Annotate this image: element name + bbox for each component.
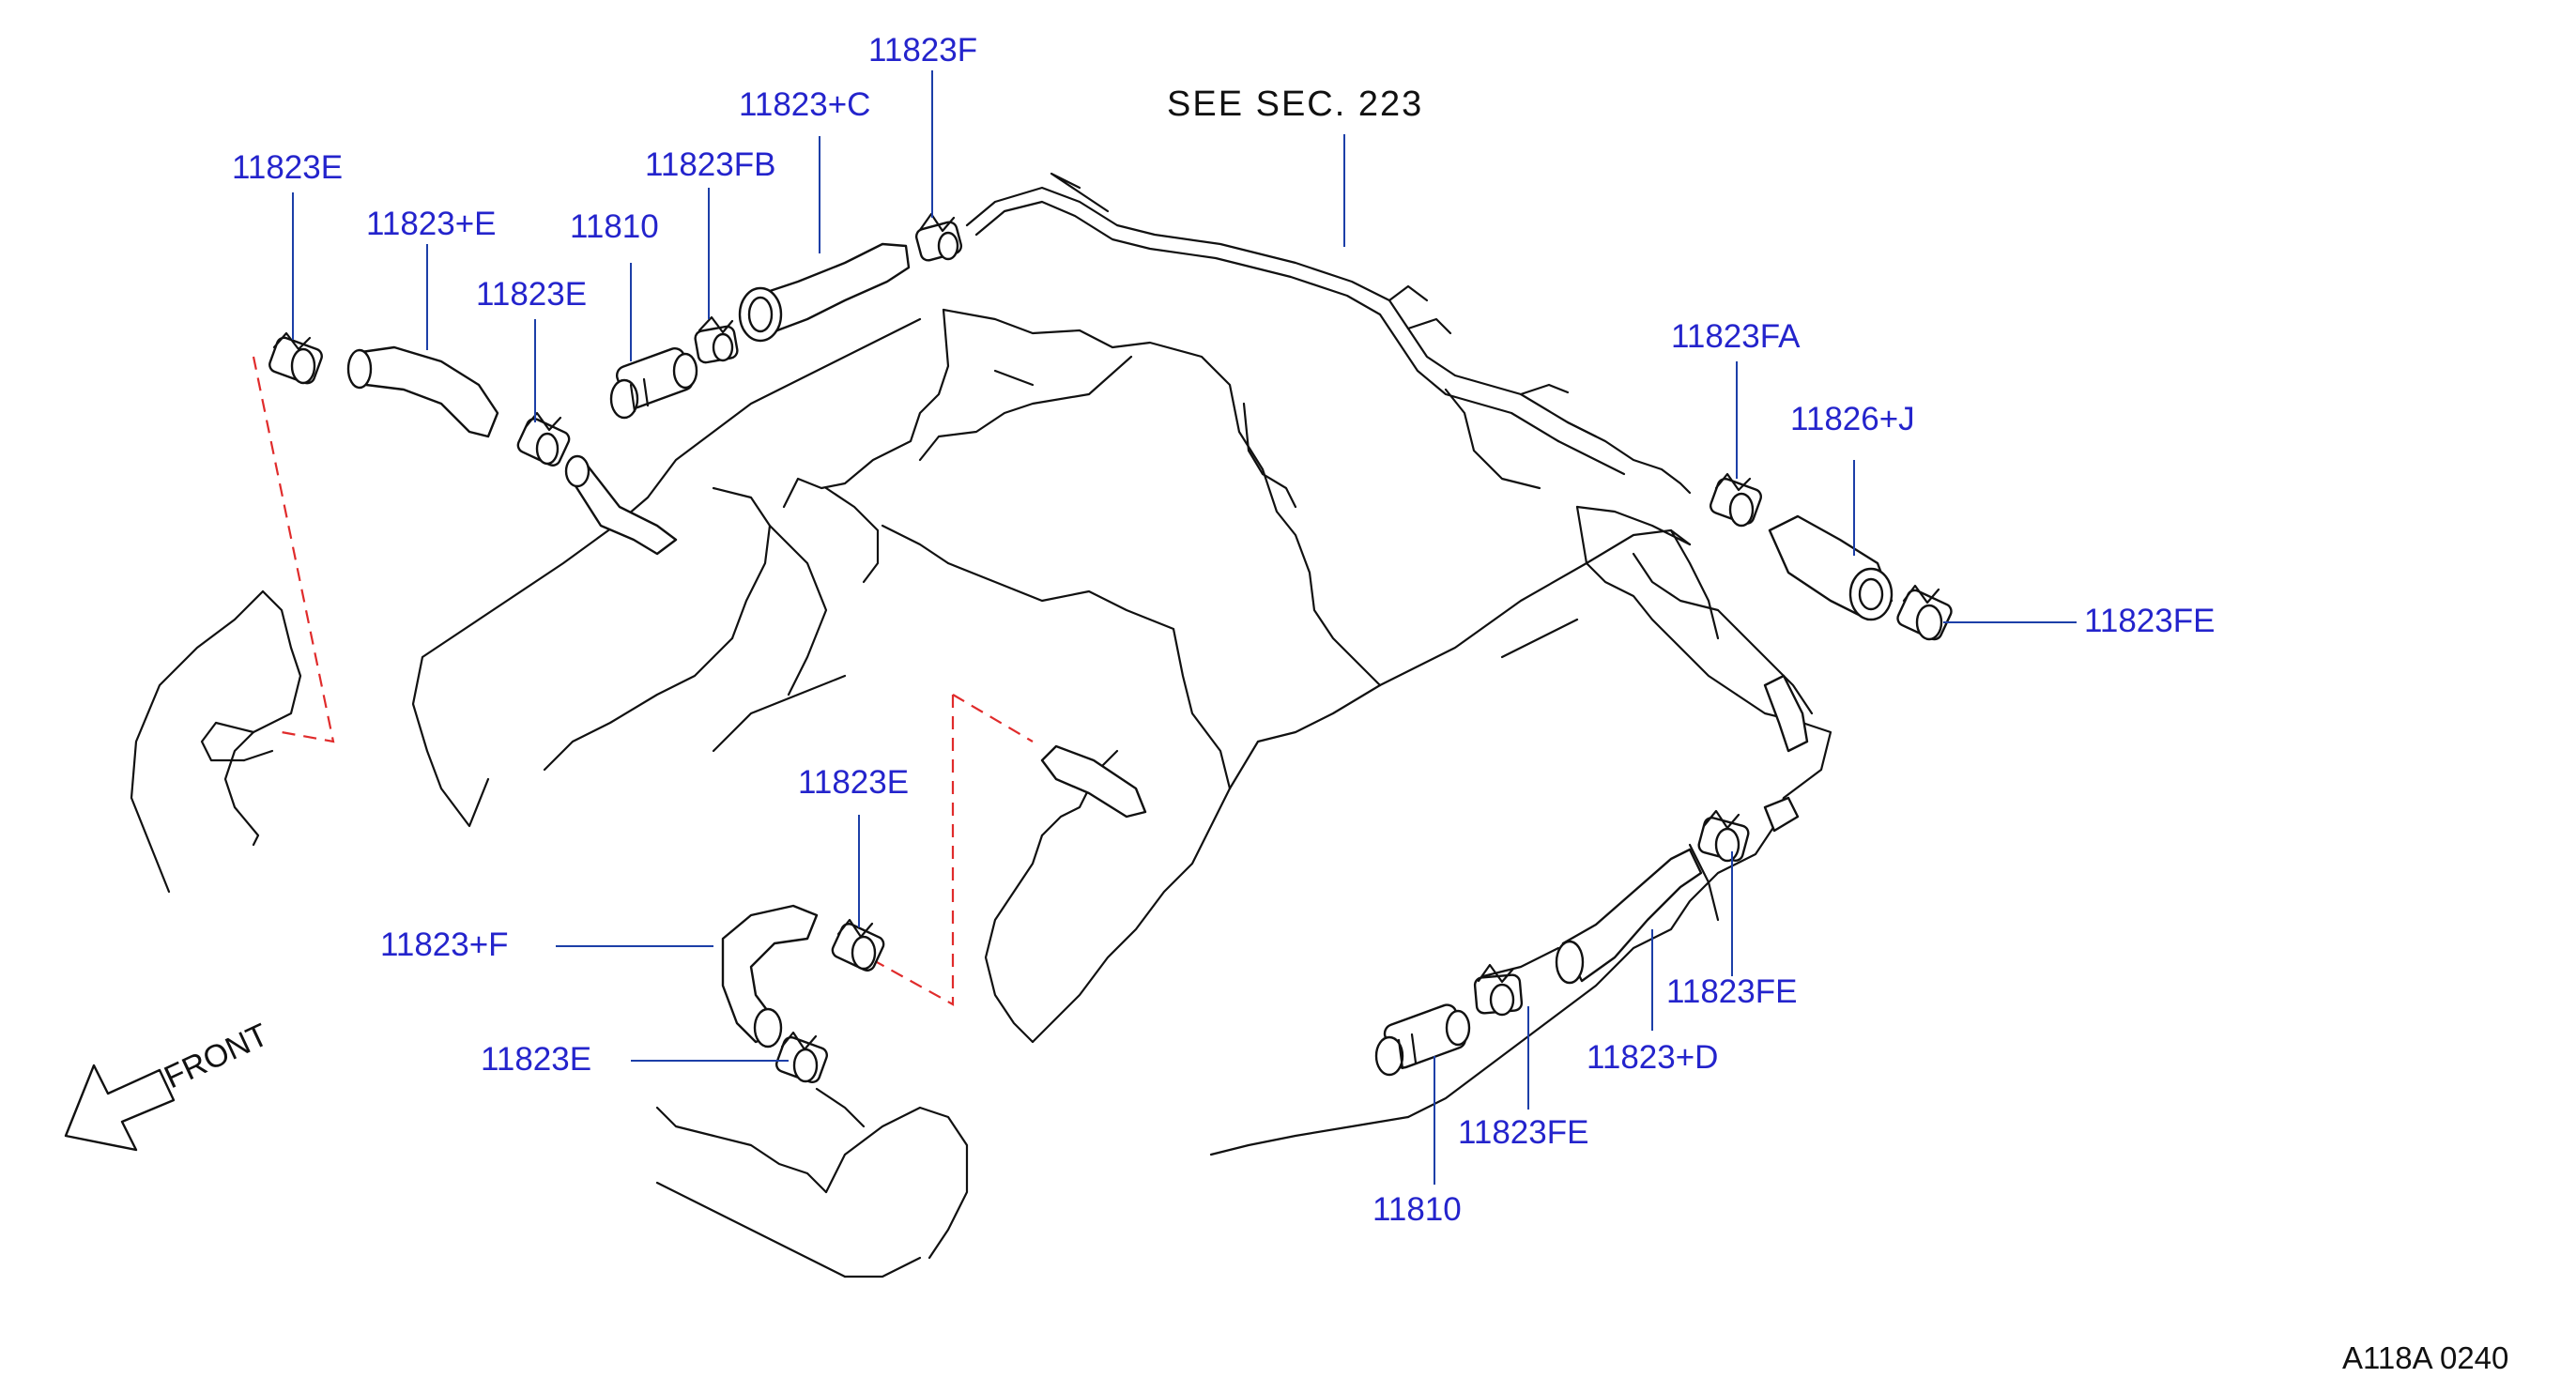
label-11810-bottom: 11810 xyxy=(1372,1191,1462,1228)
label-11823FE-mid: 11823FE xyxy=(1666,973,1797,1010)
label-11823FA: 11823FA xyxy=(1671,318,1801,355)
connection-dashed-lines xyxy=(252,356,1034,1006)
label-11823E-mid: 11823E xyxy=(476,276,587,313)
bypass-pipe xyxy=(965,172,1692,495)
label-11823plusE: 11823+E xyxy=(366,206,497,242)
connector-11810-bottom xyxy=(1374,1003,1471,1077)
radiator-lower-hose-sketch xyxy=(655,1087,969,1278)
label-11823plusC: 11823+C xyxy=(739,86,870,123)
clamp-11823E-mid xyxy=(516,411,571,467)
label-11823E-top-left: 11823E xyxy=(232,149,343,186)
hose-11826plusJ xyxy=(1768,514,1894,621)
clamp-11823E-low xyxy=(831,918,885,972)
hose-11823plusE xyxy=(346,345,499,438)
radiator-upper-hose-sketch xyxy=(130,589,302,894)
clamp-11823E-bottom-left xyxy=(775,1031,828,1084)
hose-11823plusC xyxy=(738,242,911,343)
hose-11823plusF xyxy=(721,904,819,1049)
label-11810-top: 11810 xyxy=(570,208,659,245)
connector-11810-top xyxy=(609,347,698,420)
see-section-note: SEE SEC. 223 xyxy=(1167,84,1423,124)
label-11826plusJ: 11826+J xyxy=(1790,401,1915,437)
label-11823plusD: 11823+D xyxy=(1587,1039,1718,1076)
clamp-11823E-top-left xyxy=(268,331,323,385)
hose-11823plusD xyxy=(1555,848,1703,985)
label-11823E-bottom-left: 11823E xyxy=(481,1041,591,1078)
label-11823F: 11823F xyxy=(868,32,977,69)
label-11823FE-right: 11823FE xyxy=(2084,603,2215,639)
connector-pipe-engine-left xyxy=(564,454,678,556)
label-11823FE-low: 11823FE xyxy=(1458,1114,1588,1151)
pipe-stubs-right xyxy=(1040,674,1809,833)
clamp-11823FE-right xyxy=(1896,584,1953,641)
label-11823plusF: 11823+F xyxy=(380,926,509,963)
clamp-11823FB xyxy=(694,315,739,364)
clamp-11823FE-low xyxy=(1473,963,1524,1017)
front-label: FRONT xyxy=(159,1017,273,1095)
clamp-11823FA xyxy=(1710,472,1762,528)
diagram-code: A118A 0240 xyxy=(2342,1340,2508,1375)
leader-lines xyxy=(292,70,2077,1185)
label-11823E-low: 11823E xyxy=(798,764,909,801)
engine-outline xyxy=(411,308,1832,1156)
clamp-11823F xyxy=(914,212,963,262)
part-labels: 11823F 11823+C 11823E 11823FB 11810 1182… xyxy=(232,32,2215,1228)
clamp-11823FE-mid xyxy=(1697,809,1750,863)
label-11823FB: 11823FB xyxy=(645,146,775,183)
front-direction-arrow: FRONT xyxy=(64,1017,274,1152)
